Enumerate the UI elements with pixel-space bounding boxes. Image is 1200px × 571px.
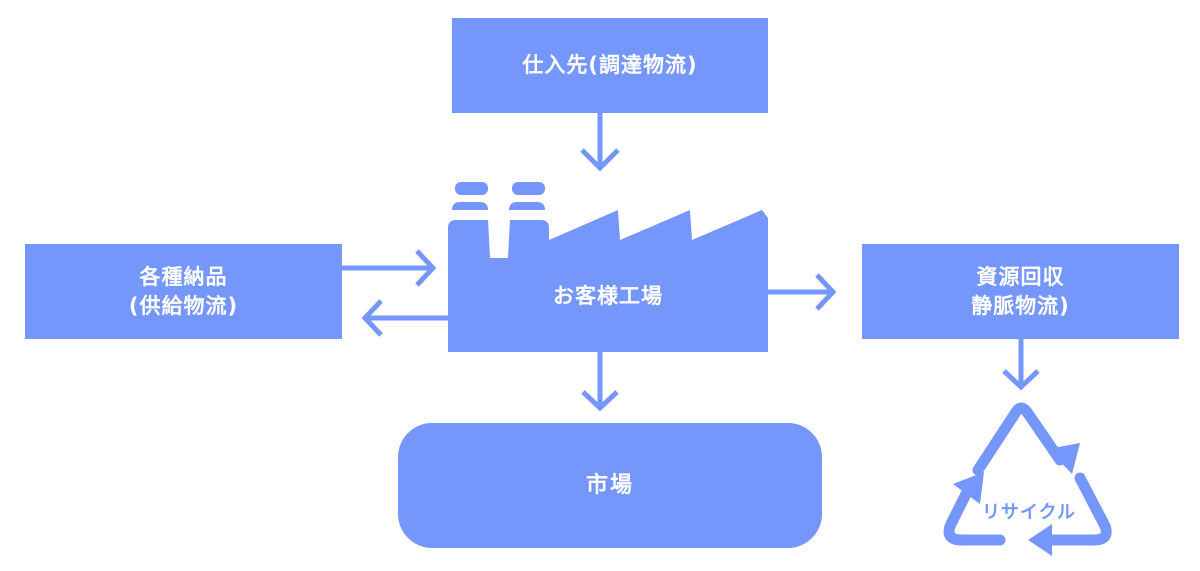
inbound-delivery-box: 各種納品 (供給物流)	[25, 244, 342, 339]
recovery-label-line2: 静脈物流)	[971, 293, 1070, 318]
edge-factory-to-recovery	[768, 273, 837, 311]
supplier-box: 仕入先(調達物流)	[452, 18, 768, 113]
market-label: 市場	[585, 472, 634, 498]
recovery-label-line1: 資源回収	[976, 265, 1065, 290]
edge-factory-to-market	[581, 352, 619, 412]
resource-recovery-box: 資源回収 静脈物流)	[862, 244, 1179, 339]
recycle-label: リサイクル	[981, 502, 1077, 523]
factory-label: お客様工場	[553, 284, 663, 308]
edge-supplier-to-factory	[580, 113, 620, 172]
inbound-label-line1: 各種納品	[139, 265, 228, 290]
market-box: 市場	[398, 423, 822, 548]
edge-recovery-to-recycle	[1002, 339, 1040, 391]
edge-factory-to-inbound	[361, 299, 448, 337]
supplier-label: 仕入先(調達物流)	[522, 53, 698, 78]
edge-inbound-to-factory	[342, 249, 437, 287]
factory-icon	[448, 182, 768, 352]
recycle-icon	[943, 402, 1112, 556]
inbound-label-line2: (供給物流)	[128, 293, 239, 318]
